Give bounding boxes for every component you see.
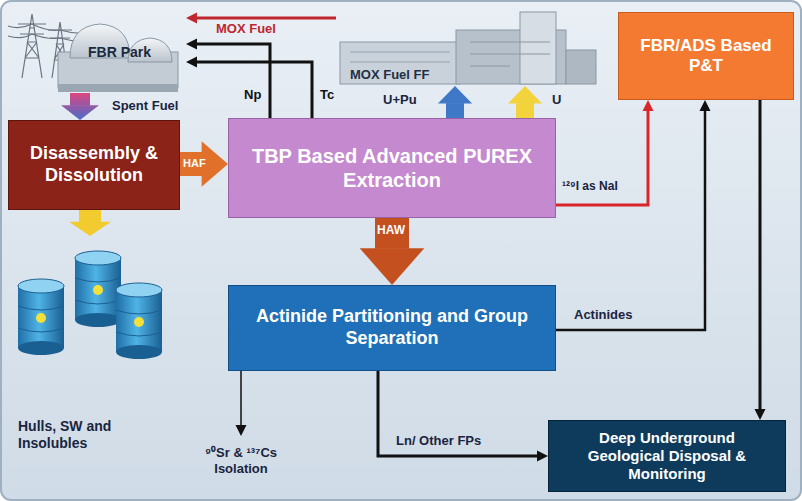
process-box: Deep Underground Geological Disposal & M… <box>548 420 786 492</box>
connector <box>61 93 99 120</box>
connector-line <box>516 103 534 118</box>
arrow-head <box>438 86 472 104</box>
edge-label: HAW <box>376 224 406 238</box>
connector-line <box>556 111 648 206</box>
connector <box>755 100 766 420</box>
mox-plant-buildings <box>340 12 596 84</box>
arrow-head <box>186 57 197 68</box>
plant-illustration: MOX Fuel FF <box>336 8 598 86</box>
edge-label: ¹²⁹I as NaI <box>562 180 618 194</box>
connector <box>69 210 111 236</box>
connector <box>378 371 548 462</box>
connector <box>556 100 711 330</box>
connector-line <box>375 218 409 249</box>
connector-line <box>378 371 538 456</box>
arrow-head <box>700 100 711 111</box>
waste-barrels <box>18 251 162 359</box>
connector-line <box>197 44 271 118</box>
edge-label: U+Pu <box>383 93 417 108</box>
connector <box>508 86 542 118</box>
arrow-head <box>360 248 425 285</box>
arrow-head <box>537 451 548 462</box>
connector <box>236 371 247 436</box>
node-text: TBP Based Advanced PUREX Extraction <box>239 144 545 192</box>
connector-line <box>197 17 337 20</box>
connector <box>438 86 472 118</box>
arrow-head <box>61 105 99 120</box>
edge-label: Ln/ Other FPs <box>396 434 481 449</box>
node-text: Disassembly & Dissolution <box>19 143 169 186</box>
isolation-node: ⁹⁰Sr & ¹³⁷Cs Isolation <box>180 436 302 486</box>
connector <box>186 39 270 119</box>
plant-illustration: FBR Park <box>8 8 186 93</box>
arrow-head <box>508 86 542 104</box>
connector <box>556 100 654 205</box>
edge-label: Actinides <box>574 308 633 323</box>
edge-label: Spent Fuel <box>112 99 178 114</box>
node-text: Deep Underground Geological Disposal & M… <box>559 429 775 483</box>
node-text: FBR/ADS Based P&T <box>629 36 783 77</box>
connector-line <box>197 62 313 118</box>
process-box: Disassembly & Dissolution <box>8 120 180 210</box>
arrow-head <box>755 409 766 420</box>
connector-line <box>240 371 242 426</box>
edge-label: MOX Fuel <box>216 22 276 37</box>
connector <box>180 141 228 187</box>
node-text: Hulls, SW and Insolubles <box>18 418 168 452</box>
connector <box>186 57 312 119</box>
edge-label: U <box>552 93 561 108</box>
connector-line <box>556 111 705 331</box>
node-text: ⁹⁰Sr & ¹³⁷Cs Isolation <box>190 445 292 476</box>
node-text: Actinide Partitioning and Group Separati… <box>239 306 545 349</box>
node-text: MOX Fuel FF <box>350 67 429 83</box>
process-box: Actinide Partitioning and Group Separati… <box>228 285 556 371</box>
connector-line <box>70 93 90 106</box>
node-text: FBR Park <box>88 44 151 61</box>
reactor-buildings <box>58 24 178 92</box>
arrow-head <box>69 222 111 236</box>
edge-label: HAF <box>182 157 207 170</box>
connector-line <box>759 100 762 410</box>
edge-label: Np <box>244 88 261 103</box>
waste-store: Hulls, SW and Insolubles <box>10 236 182 454</box>
process-box: TBP Based Advanced PUREX Extraction <box>228 118 556 218</box>
connector <box>360 218 425 285</box>
connector-line <box>79 210 101 222</box>
arrow-head <box>643 100 654 111</box>
arrow-head <box>186 13 197 24</box>
connector-line <box>446 103 464 118</box>
arrow-head <box>186 39 197 50</box>
process-box: FBR/ADS Based P&T <box>618 12 794 100</box>
arrow-head <box>236 425 247 436</box>
edge-label: Tc <box>320 88 334 103</box>
